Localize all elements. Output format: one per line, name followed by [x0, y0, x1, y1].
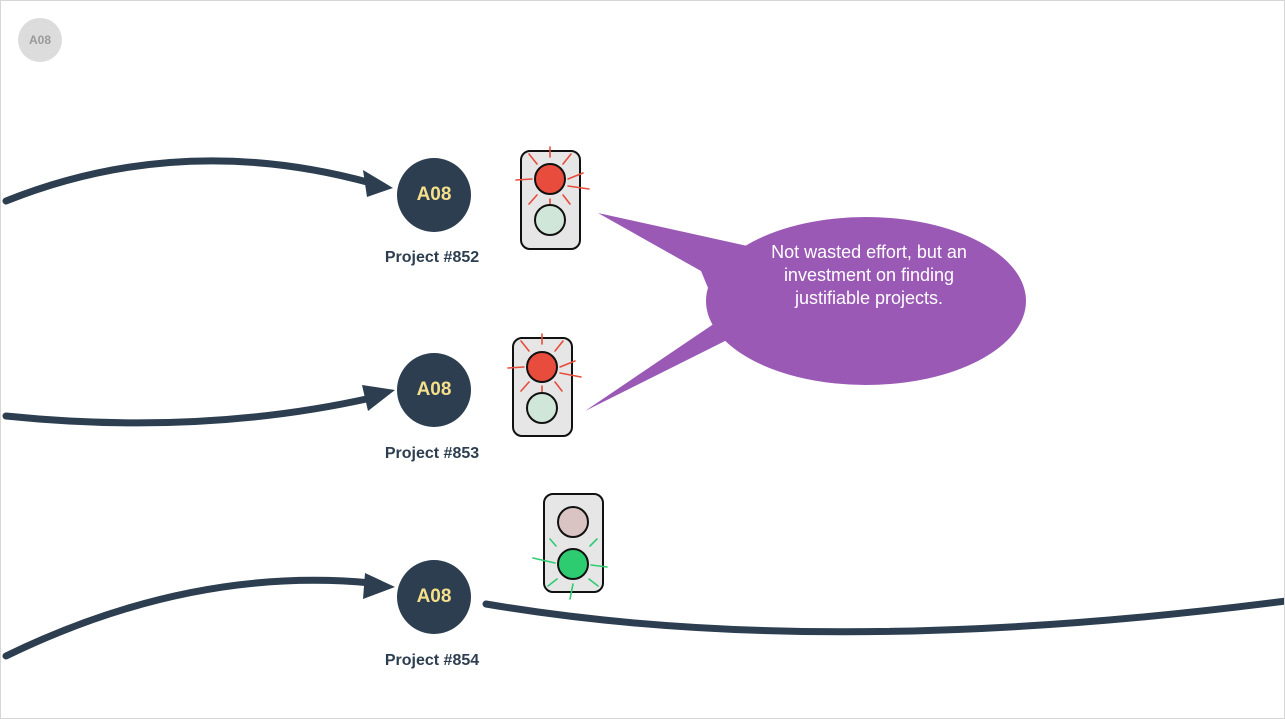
speech-callout — [585, 213, 1026, 411]
project-caption-852: Project #852 — [384, 249, 480, 266]
project-node-853: A08 — [397, 353, 471, 427]
flow-arrow-854 — [2, 573, 395, 660]
callout-text: Not wasted effort, but an investment on … — [771, 242, 967, 308]
glow-rays-icon — [515, 146, 590, 209]
glow-rays-icon — [532, 538, 608, 600]
traffic-light-854 — [532, 493, 608, 600]
flow-line-854-continue — [482, 597, 1284, 636]
red-lamp-on-icon — [534, 163, 566, 195]
green-lamp-on-icon — [557, 548, 589, 580]
slide-number-badge: A08 — [18, 18, 62, 62]
flow-arrow-853 — [2, 385, 395, 427]
glow-rays-icon — [507, 333, 582, 396]
traffic-light-853 — [507, 333, 582, 437]
project-node-852: A08 — [397, 158, 471, 232]
project-node-854: A08 — [397, 560, 471, 634]
project-caption-854: Project #854 — [384, 652, 480, 669]
red-lamp-off-icon — [557, 506, 589, 538]
red-lamp-on-icon — [526, 351, 558, 383]
green-lamp-off-icon — [526, 392, 558, 424]
project-caption-853: Project #853 — [384, 445, 480, 462]
flow-arrow-852 — [2, 157, 393, 205]
traffic-light-852 — [515, 146, 590, 250]
green-lamp-off-icon — [534, 204, 566, 236]
